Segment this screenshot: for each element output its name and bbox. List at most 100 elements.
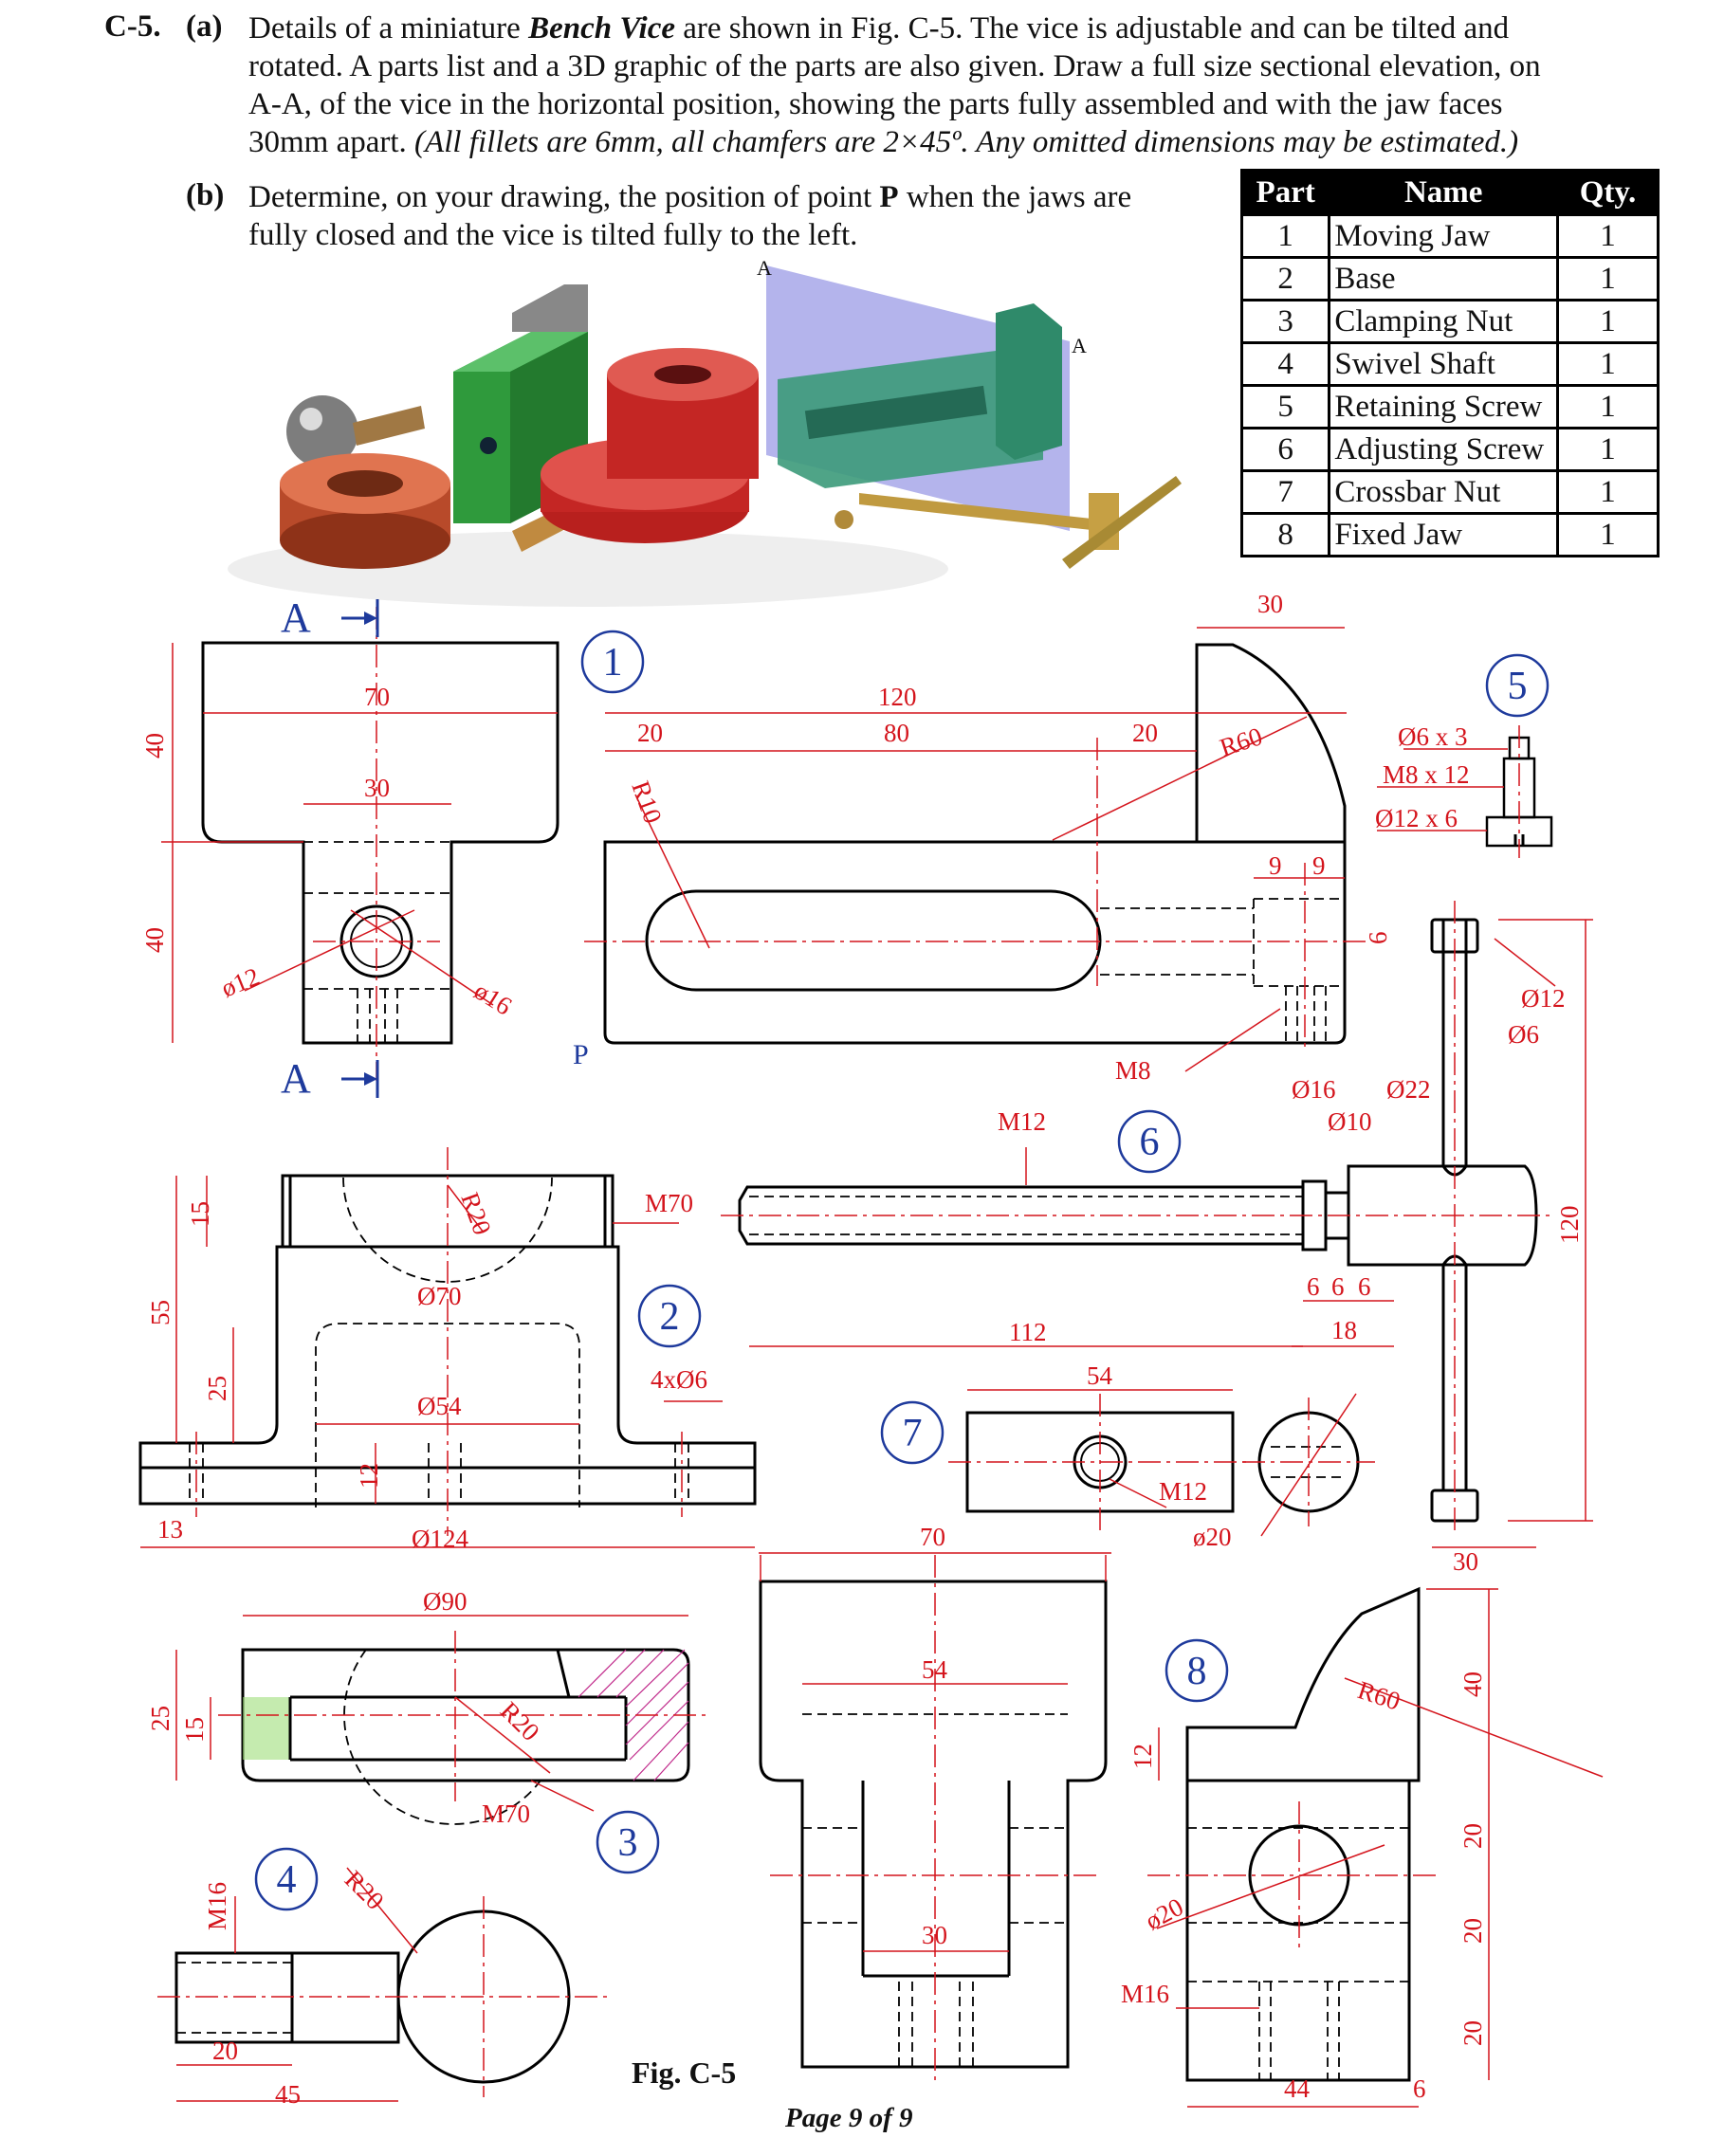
p2-dim-d54: Ø54 bbox=[417, 1392, 462, 1420]
p6-dim-120: 120 bbox=[1555, 1206, 1584, 1245]
p3-dim-15: 15 bbox=[180, 1717, 209, 1743]
p2-dim-r20: R20 bbox=[455, 1189, 497, 1239]
question-header: C-5. (a) Details of a miniature Bench Vi… bbox=[0, 0, 1724, 252]
p5-dim-m8x12: M8 x 12 bbox=[1383, 760, 1470, 789]
p1-dim-9b: 9 bbox=[1312, 851, 1326, 880]
p1-dim-d12: ø12 bbox=[217, 962, 264, 1003]
p1-dim-70: 70 bbox=[364, 683, 390, 711]
p6-dim-d10: Ø10 bbox=[1328, 1107, 1372, 1136]
part3-clamping-nut bbox=[175, 1615, 711, 1825]
part4-swivel-shaft bbox=[157, 1867, 607, 2102]
p6-dim-112: 112 bbox=[1009, 1318, 1047, 1346]
p8-dim-6: 6 bbox=[1413, 2074, 1426, 2103]
p8-dim-40: 40 bbox=[1458, 1672, 1487, 1697]
header-part: Part bbox=[1239, 169, 1331, 216]
p4-dim-r20: R20 bbox=[339, 1865, 390, 1915]
part1-front-view bbox=[161, 607, 559, 1081]
point-p-label: P bbox=[573, 1039, 589, 1070]
part2-base bbox=[138, 1147, 757, 1548]
p6-dim-18: 18 bbox=[1331, 1316, 1357, 1344]
p8-dim-20c: 20 bbox=[1458, 2020, 1487, 2046]
part-number-7: 7 bbox=[903, 1412, 923, 1455]
p1-dim-r10: R10 bbox=[626, 777, 668, 828]
p2-dim-holes: 4xØ6 bbox=[651, 1365, 707, 1394]
p8-dim-d20: ø20 bbox=[1141, 1892, 1188, 1936]
p2-dim-15: 15 bbox=[186, 1201, 214, 1227]
p3-dim-m70: M70 bbox=[482, 1800, 530, 1828]
section-arrow-top bbox=[341, 599, 379, 637]
p6-dim-6b: 6 bbox=[1331, 1272, 1345, 1301]
p4-dim-45: 45 bbox=[275, 2080, 301, 2109]
p2-dim-13: 13 bbox=[157, 1515, 183, 1544]
p1-dim-r60: R60 bbox=[1217, 722, 1266, 761]
p1-dim-20b: 20 bbox=[1132, 719, 1158, 747]
render-label-a-right: A bbox=[1072, 334, 1087, 357]
p3-dim-25: 25 bbox=[146, 1706, 174, 1731]
p6-dim-6a: 6 bbox=[1307, 1272, 1320, 1301]
p1-dim-40a: 40 bbox=[140, 733, 169, 758]
p8-dim-r60: R60 bbox=[1354, 1675, 1403, 1715]
p4-dim-20: 20 bbox=[212, 2037, 238, 2065]
p6-dim-30: 30 bbox=[1453, 1547, 1478, 1576]
render-label-a-top: A bbox=[757, 256, 772, 280]
p1-dim-80: 80 bbox=[884, 719, 909, 747]
part5-retaining-screw bbox=[1377, 725, 1553, 858]
p7-dim-m12: M12 bbox=[1159, 1477, 1207, 1506]
part-number-4: 4 bbox=[277, 1858, 297, 1902]
p8-dim-30: 30 bbox=[922, 1921, 947, 1949]
p1-dim-30: 30 bbox=[364, 774, 390, 802]
part1-side-view bbox=[584, 627, 1366, 1072]
p2-dim-d70: Ø70 bbox=[417, 1282, 462, 1310]
p2-dim-d124: Ø124 bbox=[412, 1525, 468, 1553]
p1-dim-d16: ø16 bbox=[469, 977, 517, 1021]
point-p-term: P bbox=[879, 180, 899, 214]
table-header-row: Part Name Qty. bbox=[1239, 169, 1660, 216]
p6-dim-d6: Ø6 bbox=[1508, 1020, 1539, 1049]
p2-dim-12: 12 bbox=[355, 1463, 383, 1489]
p6-dim-6c: 6 bbox=[1358, 1272, 1371, 1301]
p3-dim-d90: Ø90 bbox=[423, 1587, 468, 1616]
p8-dim-20a: 20 bbox=[1458, 1823, 1487, 1849]
p2-dim-m70: M70 bbox=[645, 1189, 693, 1217]
p1-dim-20a: 20 bbox=[637, 719, 663, 747]
p7-dim-54: 54 bbox=[1087, 1361, 1113, 1390]
p6-dim-d22: Ø22 bbox=[1386, 1075, 1431, 1104]
figure-caption: Fig. C-5 bbox=[632, 2056, 737, 2090]
question-number: C-5. bbox=[104, 9, 161, 44]
p8-dim-44: 44 bbox=[1284, 2074, 1311, 2103]
p2-dim-55: 55 bbox=[146, 1300, 174, 1325]
section-arrow-bottom bbox=[341, 1060, 379, 1098]
p2-dim-25: 25 bbox=[203, 1376, 231, 1401]
p1-dim-30-top: 30 bbox=[1257, 590, 1283, 618]
p8-dim-12: 12 bbox=[1128, 1744, 1157, 1769]
p3-dim-r20: R20 bbox=[495, 1696, 545, 1746]
p6-dim-d16: Ø16 bbox=[1292, 1075, 1336, 1104]
part-a-text: Details of a miniature Bench Vice are sh… bbox=[248, 11, 1541, 159]
part6-adjusting-screw bbox=[721, 901, 1593, 1548]
part-b-text: Determine, on your drawing, the position… bbox=[248, 180, 1132, 252]
part-number-8: 8 bbox=[1187, 1650, 1207, 1693]
bench-vice-term: Bench Vice bbox=[528, 11, 675, 46]
p1-dim-m8: M8 bbox=[1115, 1056, 1151, 1085]
part8-front-view bbox=[759, 1555, 1108, 2086]
p1-dim-40b: 40 bbox=[140, 927, 169, 953]
part-number-5: 5 bbox=[1508, 665, 1528, 708]
section-label-bottom: A bbox=[281, 1055, 311, 1102]
part-number-6: 6 bbox=[1140, 1121, 1160, 1164]
p8-dim-54: 54 bbox=[922, 1655, 948, 1684]
header-qty: Qty. bbox=[1556, 169, 1660, 216]
p8-dim-20b: 20 bbox=[1458, 1918, 1487, 1944]
p7-dim-d20: ø20 bbox=[1193, 1523, 1232, 1551]
fillet-note: (All fillets are 6mm, all chamfers are 2… bbox=[414, 125, 1519, 159]
part-number-2: 2 bbox=[660, 1295, 680, 1339]
section-label-top: A bbox=[281, 594, 311, 641]
part-number-3: 3 bbox=[618, 1821, 638, 1865]
